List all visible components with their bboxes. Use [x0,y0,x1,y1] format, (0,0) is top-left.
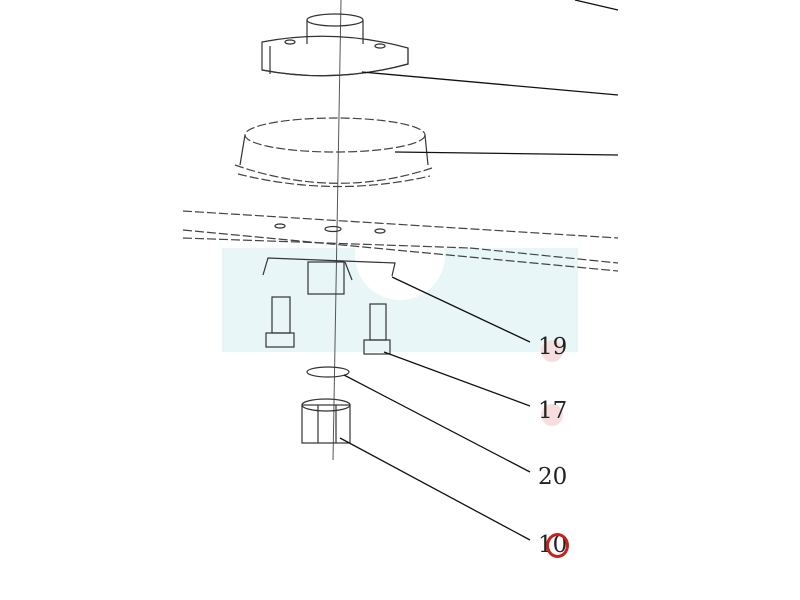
leader-line-10 [339,437,531,541]
center-axis [332,0,342,461]
callout-label-17: 17 [538,398,568,424]
red-circle-mark [546,533,569,558]
leader-line-20 [343,374,531,473]
clip-part-19 [262,257,396,295]
leader-line-top [574,0,619,11]
callout-label-19: 19 [538,334,568,360]
washer-part-20 [306,366,350,378]
bolt-part [265,296,391,355]
leader-line-cup [394,151,619,156]
plate-part [182,210,619,272]
callout-marker [541,404,563,426]
cup-part [234,117,433,188]
leader-line-19 [391,276,531,343]
nut-part-10 [301,398,351,444]
highlight-cutout [355,210,445,300]
leader-line-17 [383,351,531,407]
callout-marker [541,340,563,362]
callout-label-20: 20 [538,464,568,490]
flange-part [261,13,409,77]
leader-line-flange [361,71,619,96]
